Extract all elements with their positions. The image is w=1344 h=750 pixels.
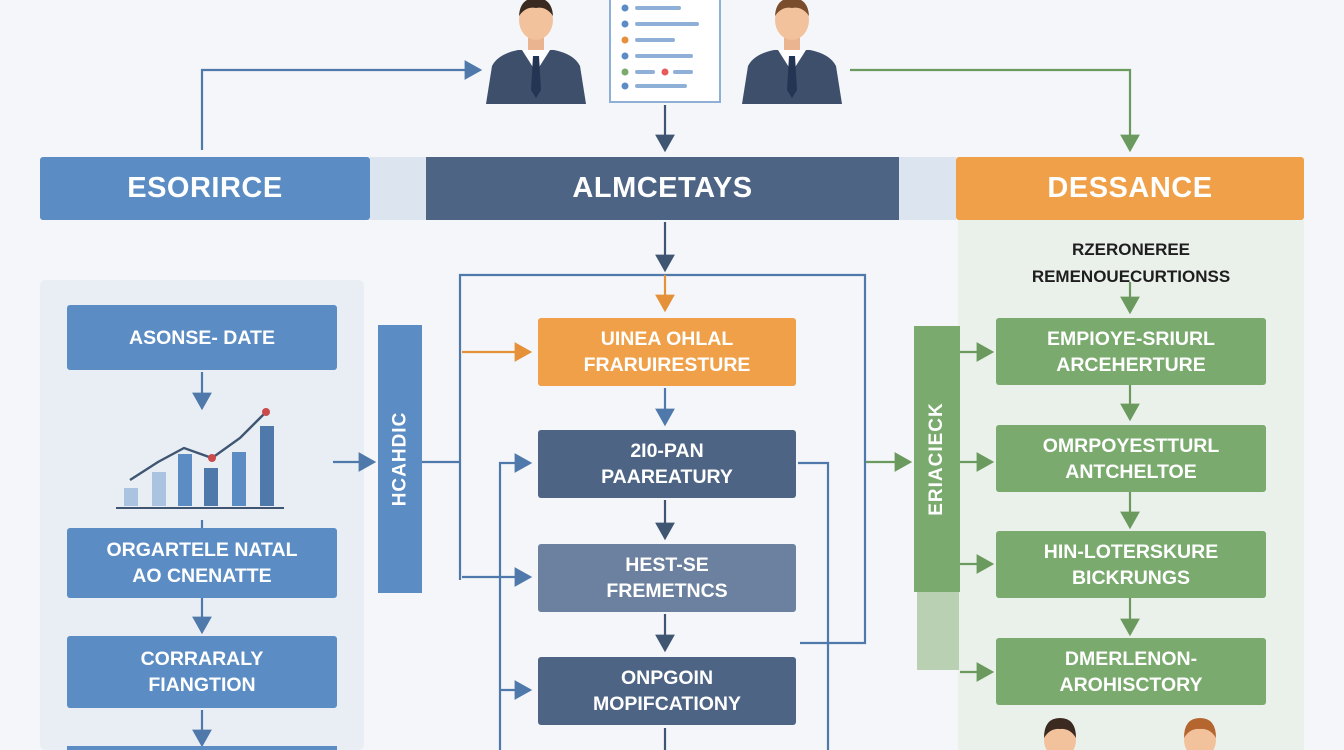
- right-side-label-tail: [917, 590, 959, 670]
- source-step-box: CORRARALY FIANGTION: [67, 636, 337, 708]
- box-label: EMPIOYE-SRIURL: [1047, 327, 1215, 350]
- person-icon: [742, 0, 842, 104]
- destination-step-box: HIN-LOTERSKURE BICKRUNGS: [996, 531, 1266, 598]
- box-label: PAAREATURY: [601, 466, 733, 488]
- box-label: ANTCHELTOE: [1065, 460, 1197, 483]
- box-label: FRARUIRESTURE: [583, 354, 751, 376]
- person-icon: [1184, 718, 1216, 750]
- middle-header: ALMCETAYS: [426, 157, 899, 220]
- right-side-label-bar: ERIACIECK: [914, 326, 960, 592]
- source-step-box: ASONSE- DATE: [67, 305, 337, 370]
- subheading-line: RZERONEREE: [1071, 240, 1191, 259]
- destination-subheading: RZERONEREE REMENOUECURTIONSS: [958, 236, 1304, 290]
- destination-step-box: EMPIOYE-SRIURL ARCEHERTURE: [996, 318, 1266, 385]
- box-label: UINEA OHLAL: [600, 328, 734, 350]
- side-label: HCAHDIC: [389, 411, 411, 507]
- bar-chart-icon: [116, 408, 284, 509]
- source-step-box: ORGARTELE NATAL AO CNENATTE: [67, 528, 337, 598]
- middle-step-box: ONPGOIN MOPIFCATIONY: [538, 657, 796, 725]
- box-label: ORGARTELE NATAL: [106, 539, 298, 561]
- document-icon: [609, 0, 721, 103]
- box-label: ONPGOIN: [620, 667, 714, 689]
- middle-step-box: UINEA OHLAL FRARUIRESTURE: [538, 318, 796, 386]
- box-label: FREMETNCS: [606, 580, 728, 602]
- source-step-box-partial: [67, 746, 337, 750]
- box-label: AO CNENATTE: [132, 565, 272, 587]
- box-label: MOPIFCATIONY: [592, 693, 742, 715]
- box-label: BICKRUNGS: [1071, 566, 1191, 589]
- person-icon: [486, 0, 586, 104]
- header-connector: [370, 157, 426, 220]
- box-label: DMERLENON-: [1064, 647, 1198, 670]
- header-connector: [899, 157, 956, 220]
- middle-step-box: 2I0-PAN PAAREATURY: [538, 430, 796, 498]
- box-label: AROHISCTORY: [1059, 673, 1203, 696]
- destination-header: DESSANCE: [956, 157, 1304, 220]
- box-label: 2I0-PAN: [630, 440, 704, 462]
- box-label: ASONSE- DATE: [129, 326, 275, 349]
- person-icon: [1044, 718, 1076, 750]
- destination-step-box: DMERLENON- AROHISCTORY: [996, 638, 1266, 705]
- box-label: CORRARALY: [140, 648, 264, 670]
- side-label: ERIACIECK: [926, 402, 948, 516]
- left-side-label-bar: HCAHDIC: [378, 325, 422, 593]
- box-label: ARCEHERTURE: [1056, 353, 1206, 376]
- middle-step-box: HEST-SE FREMETNCS: [538, 544, 796, 612]
- destination-step-box: OMRPOYESTTURL ANTCHELTOE: [996, 425, 1266, 492]
- box-label: OMRPOYESTTURL: [1042, 434, 1220, 457]
- box-label: FIANGTION: [148, 674, 256, 696]
- box-label: HEST-SE: [625, 554, 709, 576]
- source-header: ESORIRCE: [40, 157, 370, 220]
- box-label: HIN-LOTERSKURE: [1043, 540, 1219, 563]
- subheading-line: REMENOUECURTIONSS: [1031, 267, 1231, 286]
